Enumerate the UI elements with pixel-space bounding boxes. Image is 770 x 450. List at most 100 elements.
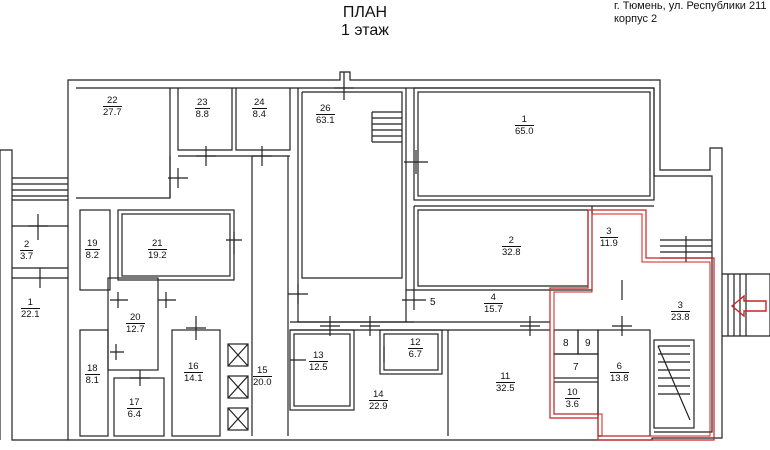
wall-room-21 [117,209,235,281]
room-number: 22 [103,95,122,107]
room-number-label: 7 [573,362,579,373]
room-number: 2 [20,239,34,251]
wall-26 [297,88,407,323]
right-stair-well [653,339,695,429]
room-area: 3.7 [20,251,34,262]
room-area: 63.1 [316,115,335,126]
room-number: 20 [126,312,145,324]
room-area: 8.8 [195,109,209,120]
plan-title-line2: 1 этаж [341,22,389,39]
right-stair-flight [657,345,691,421]
room-number: 6 [610,361,629,373]
room-number: 2 [502,235,521,247]
room-area: 65.0 [515,126,534,137]
vent-block [227,343,249,367]
room-area: 20.0 [253,377,272,388]
highlight-area [549,209,715,441]
room-number-label: 9 [585,338,591,349]
room-number-label: 8 [563,338,569,349]
room-area: 14.1 [184,373,203,384]
room-number: 26 [316,103,335,115]
wall-room-18 [79,329,109,437]
wall-room-1 [413,87,655,201]
wall-room-14 [290,321,550,436]
wall-room-20 [107,277,159,371]
door-marks [28,72,687,386]
room-number: 19 [85,238,100,250]
room-number-label: 5 [430,297,436,308]
room-area: 22.1 [21,309,40,320]
wall-room-2 [413,205,654,291]
room-number: 1 [515,114,534,126]
room-area: 32.5 [496,383,515,394]
vent-block [227,375,249,399]
room-area: 6.7 [408,349,422,360]
room-area: 3.6 [565,399,579,410]
plan-title: ПЛАН 1 этаж [320,4,410,40]
address-line1: г. Тюмень, ул. Республики 211 [614,0,767,12]
room-number: 13 [309,350,328,362]
room-number: 3 [671,300,690,312]
left-steps [12,177,68,197]
wall-26-inner [301,91,403,279]
room-number: 3 [600,226,618,238]
room-area: 15.7 [484,304,503,315]
room-area: 11.9 [600,238,618,249]
room-area: 19.2 [148,250,167,261]
wall-room-4 [406,289,414,323]
left-annex-wall [0,149,68,441]
room-area: 12.5 [309,362,328,373]
room-number: 24 [252,97,267,109]
room-area: 6.4 [127,409,141,420]
room-number: 18 [85,363,100,375]
room-number: 4 [484,292,503,304]
room-number: 14 [369,389,388,401]
room-number: 1 [21,297,40,309]
room-number: 10 [565,387,580,399]
wall-room-15 [251,156,289,436]
wall-room-21-inner [121,213,231,277]
room-number: 17 [127,397,142,409]
room-area: 27.7 [103,107,122,118]
address-line2: корпус 2 [614,13,658,25]
outer-wall [67,71,723,441]
wall-room-1-inner [417,91,651,197]
room-area: 8.2 [85,250,99,261]
plan-title-line1: ПЛАН [342,4,388,21]
wall-room-19 [79,209,111,291]
room-number: 16 [184,361,203,373]
address: г. Тюмень, ул. Республики 211 корпус 2 [614,0,770,26]
right-entrance-steps [722,273,770,337]
room-number: 21 [148,238,167,250]
entrance-arrow-icon [730,294,767,318]
wall-room-13-inner [293,333,351,407]
room-area: 8.1 [85,375,99,386]
room-number: 12 [408,337,423,349]
highlight-area-inner [553,213,711,437]
room-area: 13.8 [610,373,629,384]
vent-block [227,407,249,431]
room-area: 23.8 [671,312,690,323]
room-area: 12.7 [126,324,145,335]
